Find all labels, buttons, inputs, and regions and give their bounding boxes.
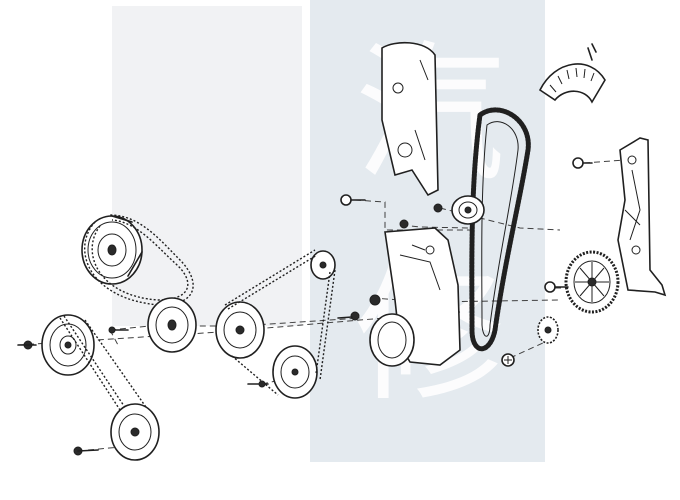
bolt-center xyxy=(369,294,381,306)
bolt-plate xyxy=(572,157,593,169)
belt-left-lower xyxy=(59,315,156,421)
bolt-crank xyxy=(501,353,515,367)
camshaft-gear xyxy=(564,250,620,314)
tension-scale-sector xyxy=(538,43,606,104)
bolt-mid xyxy=(337,311,360,321)
pulley-mid-right xyxy=(272,345,318,399)
belt-left-upper xyxy=(84,214,194,306)
bolt-bottom-left xyxy=(73,446,99,456)
pulley-lower-left xyxy=(41,314,95,376)
pulley-upper-left xyxy=(81,215,143,285)
crank-seal-ring xyxy=(369,313,415,367)
timing-belt xyxy=(469,107,531,352)
bolt-left xyxy=(17,340,37,350)
bolt-left-pulley xyxy=(108,326,129,334)
bolt-bracket xyxy=(399,219,409,229)
pulley-tensioner-small xyxy=(310,250,336,280)
background-ghost-panel xyxy=(112,6,302,326)
tensioner-pulley xyxy=(451,195,485,225)
rear-backing-plate xyxy=(617,137,667,297)
bolt-tensioner xyxy=(433,203,443,213)
alignment-lines xyxy=(17,159,626,451)
bolt-lower-pulley xyxy=(247,380,269,388)
bolt-gear xyxy=(544,281,569,293)
crank-sprocket xyxy=(537,316,559,344)
upper-timing-cover xyxy=(381,41,439,197)
pulley-mid-left xyxy=(215,301,265,359)
belt-mid xyxy=(224,249,336,396)
pulley-bottom xyxy=(110,403,160,461)
pulley-center-left xyxy=(147,297,197,353)
bolt-upper-cover xyxy=(340,194,366,206)
